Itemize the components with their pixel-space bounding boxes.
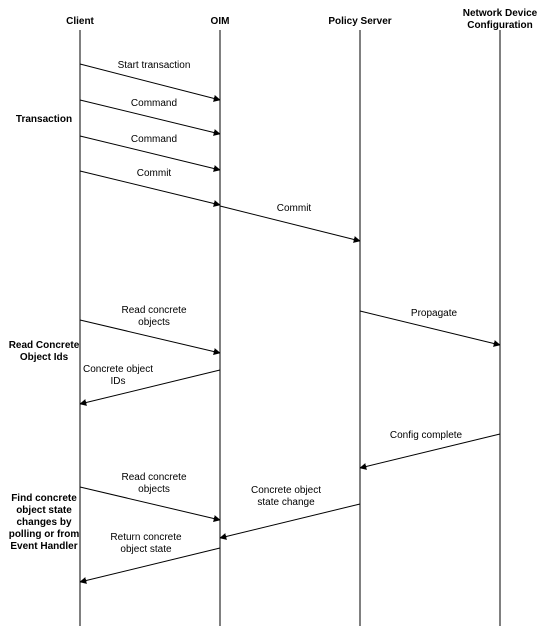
message-label-commit-oim: Commit — [277, 203, 312, 214]
phase-transaction: Transaction — [16, 114, 72, 125]
arrow-command-1 — [79, 99, 221, 136]
arrow-command-2 — [79, 135, 221, 172]
message-command-1: Command — [79, 98, 221, 136]
message-label-command-1: Command — [131, 98, 177, 109]
message-commit-oim: Commit — [219, 203, 361, 243]
message-config-complete: Config complete — [359, 430, 501, 470]
arrow-read-concrete-objects-1 — [79, 319, 221, 355]
message-propagate: Propagate — [359, 308, 501, 347]
arrow-commit-oim — [219, 205, 361, 243]
participant-policy: Policy Server — [328, 16, 391, 27]
participant-client: Client — [66, 16, 94, 27]
message-label-commit-client: Commit — [137, 168, 172, 179]
arrow-read-concrete-objects-2 — [79, 486, 221, 522]
message-label-config-complete: Config complete — [390, 430, 463, 441]
arrow-propagate — [359, 310, 501, 347]
message-start-transaction: Start transaction — [79, 60, 221, 102]
participant-oim: OIM — [211, 16, 230, 27]
message-label-start-transaction: Start transaction — [118, 60, 191, 71]
message-label-command-2: Command — [131, 134, 177, 145]
arrow-concrete-object-ids — [79, 369, 221, 406]
message-commit-client: Commit — [79, 168, 221, 207]
message-command-2: Command — [79, 134, 221, 172]
arrow-return-concrete-object-state — [79, 547, 221, 584]
arrow-commit-client — [79, 170, 221, 207]
arrow-concrete-object-state-change — [219, 503, 361, 540]
message-label-propagate: Propagate — [411, 308, 458, 319]
arrow-config-complete — [359, 433, 501, 470]
arrow-start-transaction — [79, 63, 221, 102]
